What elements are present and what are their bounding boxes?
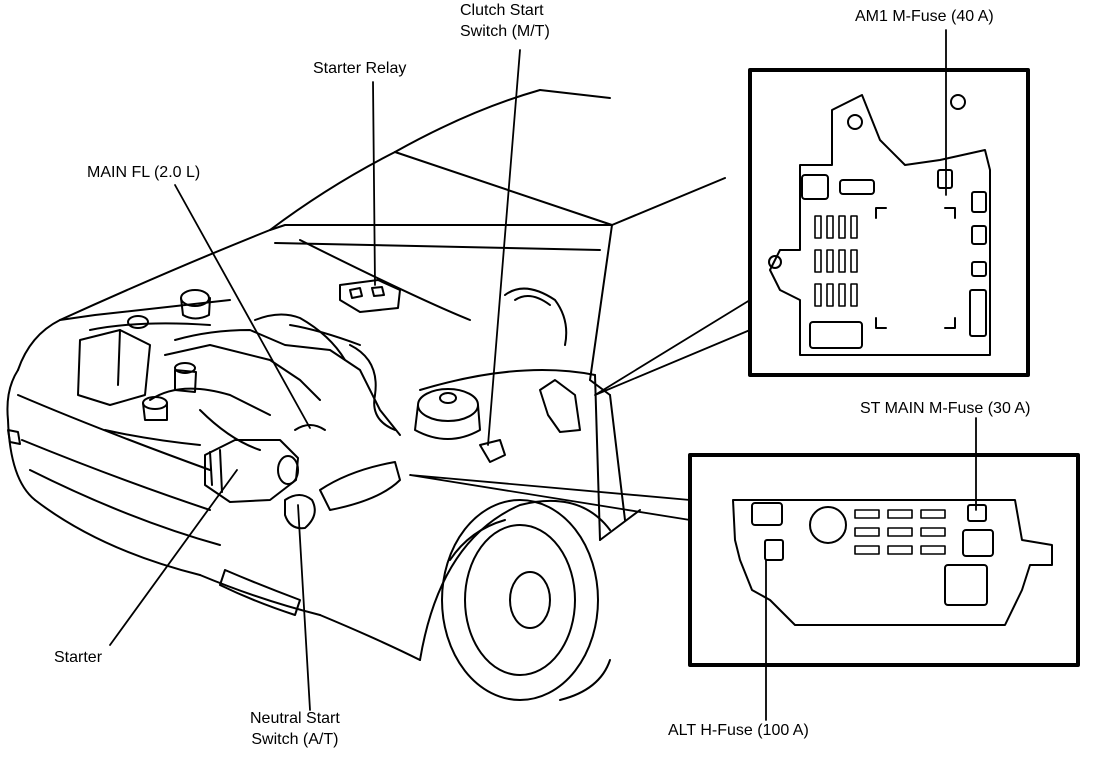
label-starter-relay: Starter Relay (313, 60, 407, 77)
label-clutch-start-switch: Clutch Start Switch (M/T) (460, 2, 550, 40)
engine-bay-components (77, 279, 506, 530)
label-main-fl: MAIN FL (2.0 L) (87, 164, 201, 181)
inset-fuse-box-upper (748, 68, 1030, 377)
inset-fuse-box-lower (688, 453, 1080, 667)
label-alt-h-fuse: ALT H-Fuse (100 A) (668, 722, 809, 739)
label-st-main-m-fuse: ST MAIN M-Fuse (30 A) (860, 400, 1031, 417)
label-neutral-start-switch: Neutral Start Switch (A/T) (250, 710, 340, 748)
car-illustration (6, 89, 726, 701)
label-starter: Starter (54, 649, 103, 666)
label-am1-m-fuse: AM1 M-Fuse (40 A) (855, 8, 994, 25)
